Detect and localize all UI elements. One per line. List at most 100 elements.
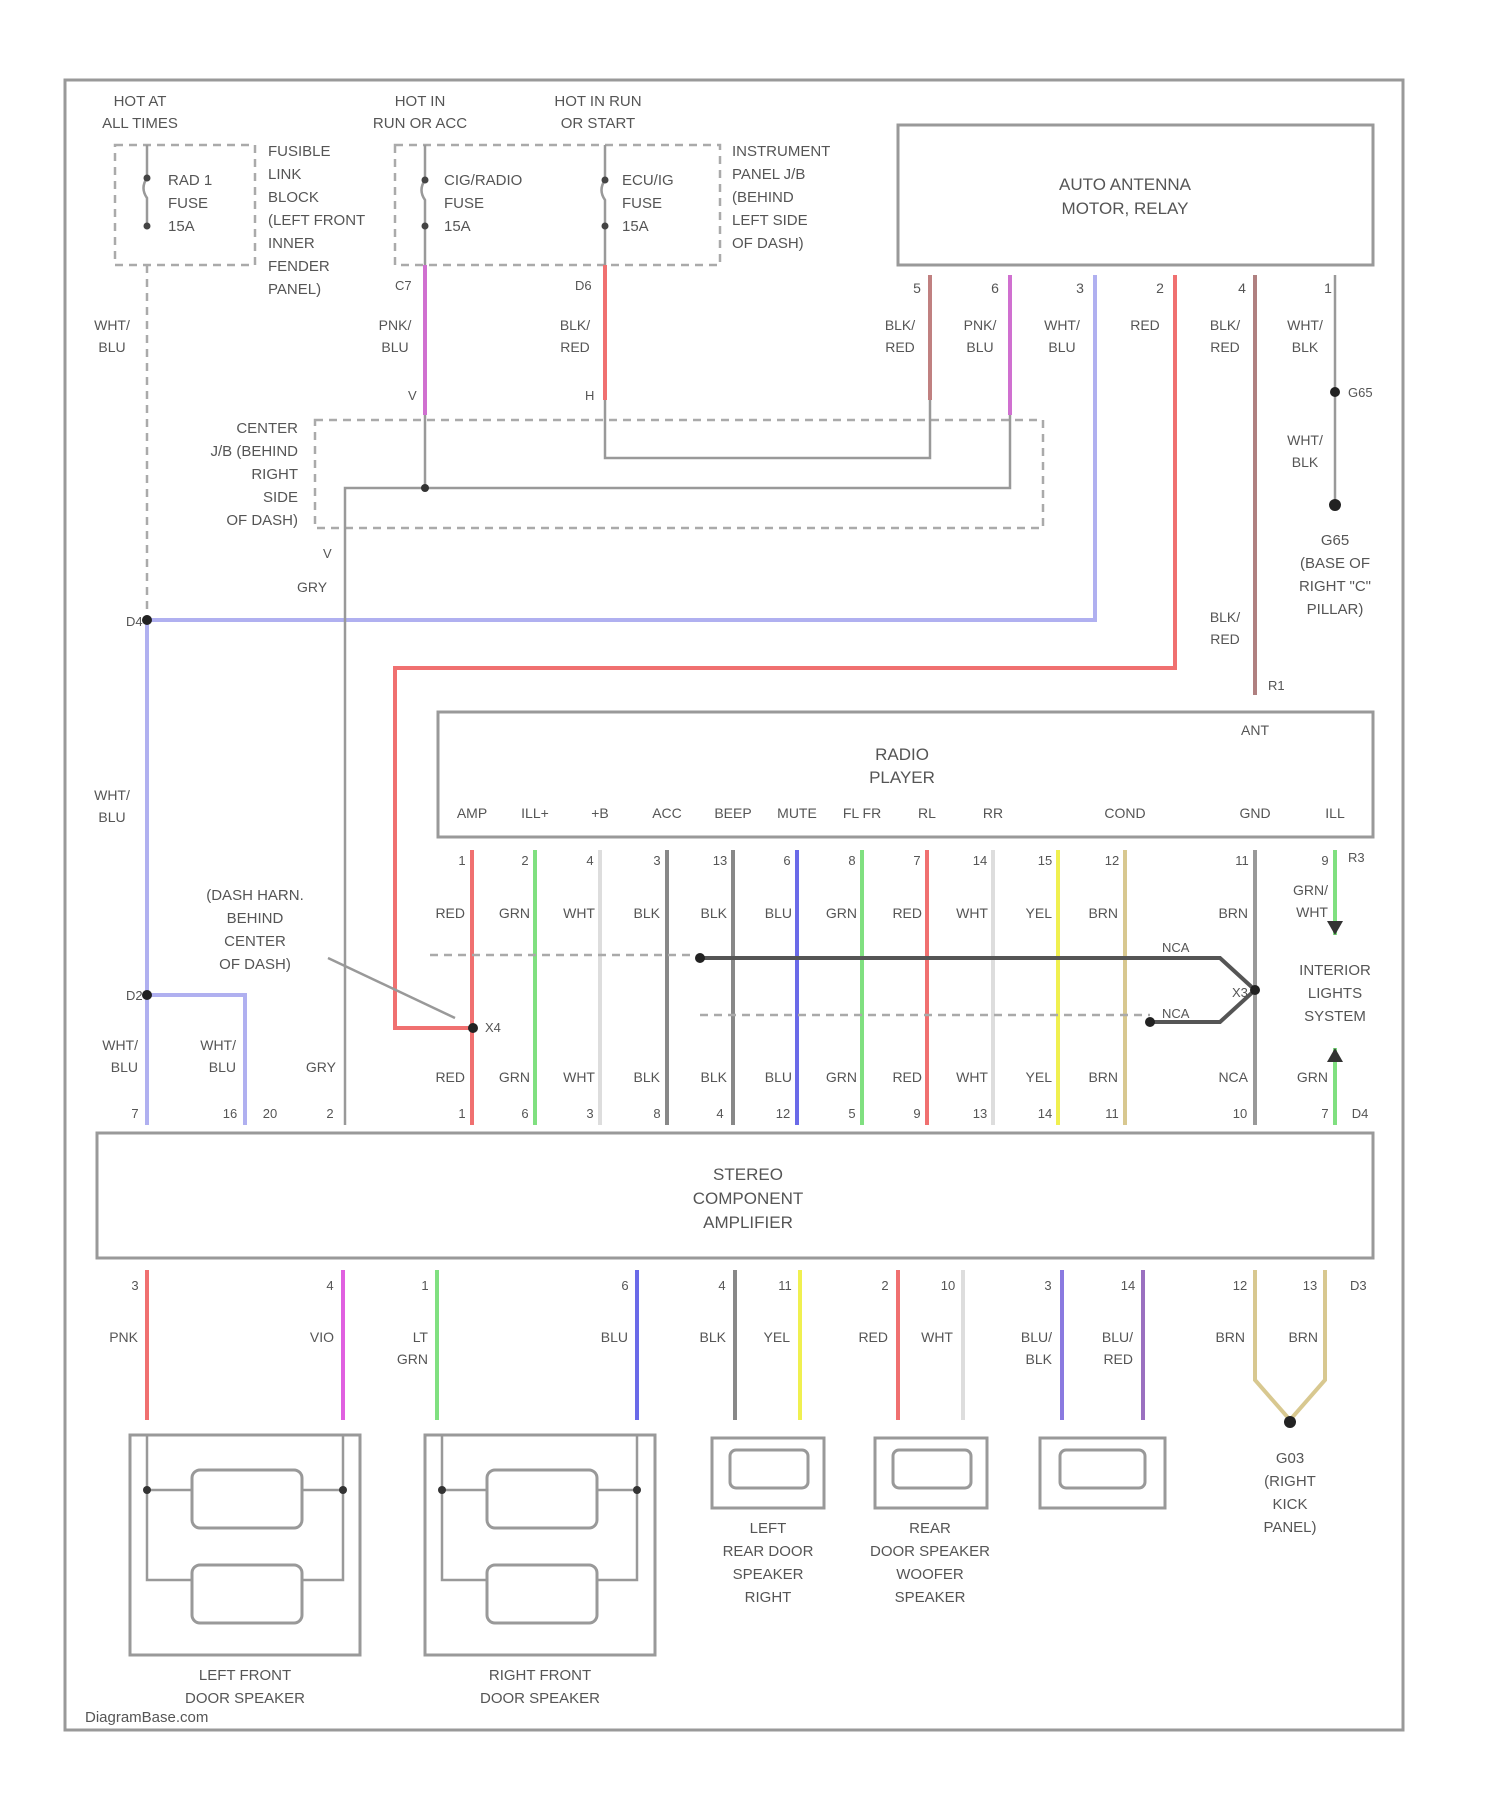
svg-text:VIO: VIO	[310, 1329, 334, 1345]
svg-text:GRN: GRN	[826, 1069, 857, 1085]
svg-text:3: 3	[1076, 280, 1084, 296]
hot-run-start-label-1: HOT IN RUN	[554, 93, 641, 110]
svg-text:GRN: GRN	[499, 905, 530, 921]
svg-text:WHT: WHT	[1296, 904, 1328, 920]
fuse-cig-l1: CIG/RADIO	[444, 172, 522, 189]
svg-text:R3: R3	[1348, 850, 1365, 865]
ground-g03-symbol	[1284, 1416, 1296, 1428]
ground-g65-symbol	[1329, 499, 1341, 511]
svg-text:4: 4	[716, 1106, 723, 1121]
svg-text:BLK/: BLK/	[1210, 317, 1240, 333]
svg-text:BLK: BLK	[1026, 1351, 1053, 1367]
splice-x4	[468, 1023, 478, 1033]
fuse-ecu-l2: FUSE	[622, 195, 662, 212]
svg-text:SPEAKER: SPEAKER	[733, 1566, 804, 1583]
svg-text:COND: COND	[1104, 805, 1145, 821]
svg-text:OF DASH): OF DASH)	[219, 956, 291, 973]
svg-text:YEL: YEL	[1026, 1069, 1053, 1085]
svg-text:7: 7	[1321, 1106, 1328, 1121]
svg-text:6: 6	[521, 1106, 528, 1121]
svg-text:6: 6	[783, 853, 790, 868]
svg-text:OF DASH): OF DASH)	[732, 235, 804, 252]
svg-text:BRN: BRN	[1088, 905, 1118, 921]
splice-center-jb	[421, 484, 429, 492]
svg-text:X4: X4	[485, 1020, 501, 1035]
svg-text:2: 2	[521, 853, 528, 868]
svg-text:(RIGHT: (RIGHT	[1264, 1473, 1316, 1490]
svg-text:GRY: GRY	[306, 1059, 337, 1075]
svg-text:WHT/: WHT/	[1287, 432, 1323, 448]
svg-text:RED: RED	[435, 905, 465, 921]
svg-text:+B: +B	[591, 805, 609, 821]
svg-text:FUSIBLE: FUSIBLE	[268, 143, 331, 160]
svg-text:13: 13	[973, 1106, 987, 1121]
svg-text:DOOR SPEAKER: DOOR SPEAKER	[185, 1690, 305, 1707]
svg-text:DOOR SPEAKER: DOOR SPEAKER	[870, 1543, 990, 1560]
svg-text:BLU: BLU	[601, 1329, 628, 1345]
svg-text:DOOR SPEAKER: DOOR SPEAKER	[480, 1690, 600, 1707]
svg-text:(BASE OF: (BASE OF	[1300, 555, 1370, 572]
fuse-rad1-l2: FUSE	[168, 195, 208, 212]
svg-text:INTERIOR: INTERIOR	[1299, 962, 1371, 979]
svg-text:BRN: BRN	[1288, 1329, 1318, 1345]
svg-text:BLU: BLU	[966, 339, 993, 355]
svg-text:BLU: BLU	[98, 339, 125, 355]
svg-text:WHT/: WHT/	[102, 1037, 138, 1053]
svg-text:RED: RED	[560, 339, 590, 355]
svg-text:LEFT SIDE: LEFT SIDE	[732, 212, 808, 229]
svg-text:BLU: BLU	[765, 905, 792, 921]
svg-text:BLU: BLU	[381, 339, 408, 355]
svg-text:OF DASH): OF DASH)	[226, 512, 298, 529]
svg-text:BLU: BLU	[765, 1069, 792, 1085]
svg-text:BLU: BLU	[111, 1059, 138, 1075]
amplifier-l3: AMPLIFIER	[703, 1213, 793, 1232]
svg-text:2: 2	[881, 1278, 888, 1293]
svg-text:12: 12	[1105, 853, 1119, 868]
svg-text:D4: D4	[126, 614, 143, 629]
svg-text:BLK/: BLK/	[560, 317, 590, 333]
svg-text:9: 9	[913, 1106, 920, 1121]
hot-all-times-label-2: ALL TIMES	[102, 115, 178, 132]
svg-text:WHT/: WHT/	[1044, 317, 1080, 333]
fuse-ecu-l1: ECU/IG	[622, 172, 674, 189]
svg-text:NCA: NCA	[1218, 1069, 1248, 1085]
svg-text:BLU: BLU	[1048, 339, 1075, 355]
svg-text:PILLAR): PILLAR)	[1307, 601, 1364, 618]
svg-text:RED: RED	[1210, 631, 1240, 647]
fuse-rad1-l3: 15A	[168, 218, 195, 235]
splice-d4	[142, 615, 152, 625]
svg-text:6: 6	[991, 280, 999, 296]
svg-text:6: 6	[621, 1278, 628, 1293]
fuse-ecu-l3: 15A	[622, 218, 649, 235]
svg-text:RIGHT "C": RIGHT "C"	[1299, 578, 1371, 595]
svg-text:4: 4	[1238, 280, 1246, 296]
svg-text:NCA: NCA	[1162, 940, 1190, 955]
svg-text:WHT: WHT	[563, 905, 595, 921]
svg-text:4: 4	[586, 853, 593, 868]
svg-text:FENDER: FENDER	[268, 258, 330, 275]
svg-text:C7: C7	[395, 278, 412, 293]
svg-text:ILL+: ILL+	[521, 805, 549, 821]
svg-text:PANEL): PANEL)	[268, 281, 321, 298]
auto-antenna-l2: MOTOR, RELAY	[1062, 199, 1189, 218]
third-speaker	[1040, 1438, 1165, 1508]
svg-text:YEL: YEL	[1026, 905, 1053, 921]
svg-text:2: 2	[1156, 280, 1164, 296]
svg-text:3: 3	[586, 1106, 593, 1121]
svg-text:2: 2	[326, 1106, 333, 1121]
svg-text:LIGHTS: LIGHTS	[1308, 985, 1362, 1002]
svg-text:16: 16	[223, 1106, 237, 1121]
svg-text:G65: G65	[1321, 532, 1349, 549]
svg-text:14: 14	[973, 853, 987, 868]
svg-text:8: 8	[848, 853, 855, 868]
svg-text:LINK: LINK	[268, 166, 301, 183]
svg-text:BEHIND: BEHIND	[227, 910, 284, 927]
svg-text:SYSTEM: SYSTEM	[1304, 1008, 1366, 1025]
svg-text:D6: D6	[575, 278, 592, 293]
svg-text:9: 9	[1321, 853, 1328, 868]
svg-text:KICK: KICK	[1272, 1496, 1307, 1513]
svg-text:J/B (BEHIND: J/B (BEHIND	[210, 443, 298, 460]
svg-text:BLU/: BLU/	[1102, 1329, 1133, 1345]
svg-text:REAR: REAR	[909, 1520, 951, 1537]
svg-text:BLOCK: BLOCK	[268, 189, 319, 206]
